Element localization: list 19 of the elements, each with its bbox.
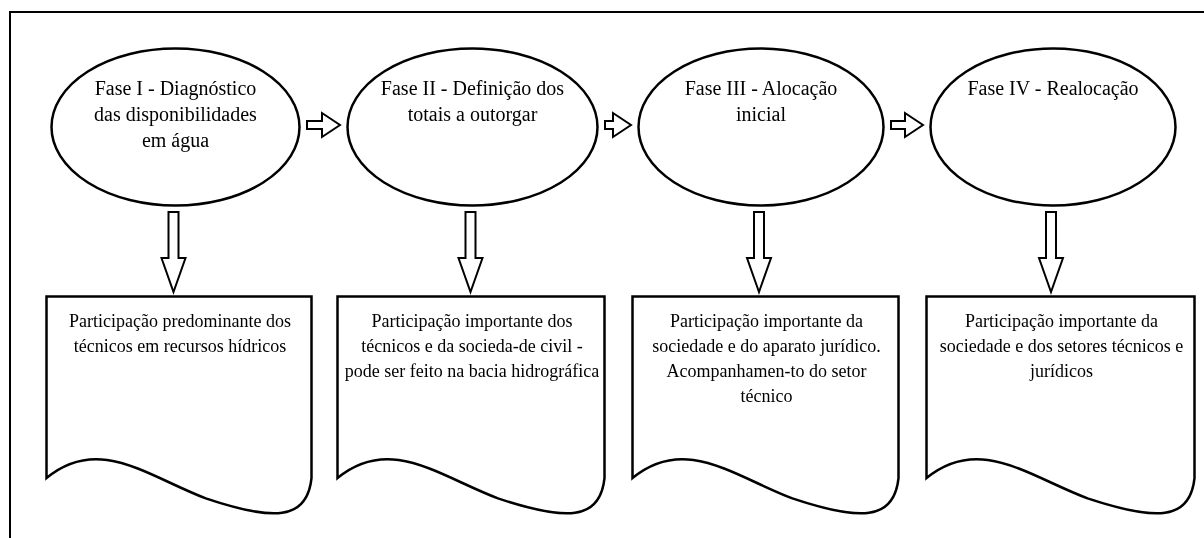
- phase-label: Fase II - Definição dos totais a outorgar: [379, 76, 566, 127]
- phase-label: Fase IV - Realocação: [966, 76, 1140, 101]
- block-arrow: [160, 211, 187, 295]
- phase-ellipse: [637, 47, 885, 207]
- block-arrow: [1037, 211, 1065, 295]
- block-arrow: [745, 211, 773, 295]
- phase-label: Fase I - Diagnóstico das disponibilidades em água: [93, 76, 258, 153]
- block-arrow: [306, 111, 342, 139]
- participation-text: Participação predominante dos técnicos em recursos hídricos: [68, 310, 292, 358]
- participation-text: Participação importante dos técnicos e da socieda-de civil - pode ser feito na bacia hidrográfica: [344, 310, 600, 383]
- phase-ellipse: [929, 47, 1177, 207]
- phase-ellipse: [50, 47, 301, 207]
- block-arrow: [890, 111, 925, 139]
- phase-ellipse: [346, 47, 599, 207]
- phase-label: Fase III - Alocação inicial: [683, 76, 839, 127]
- block-arrow: [457, 211, 484, 295]
- participation-text: Participação importante da sociedade e dos setores técnicos e jurídicos: [938, 310, 1185, 383]
- participation-text: Participação importante da sociedade e do aparato jurídico. Acompanhamen-to do setor técnico: [651, 310, 882, 408]
- block-arrow: [604, 111, 633, 139]
